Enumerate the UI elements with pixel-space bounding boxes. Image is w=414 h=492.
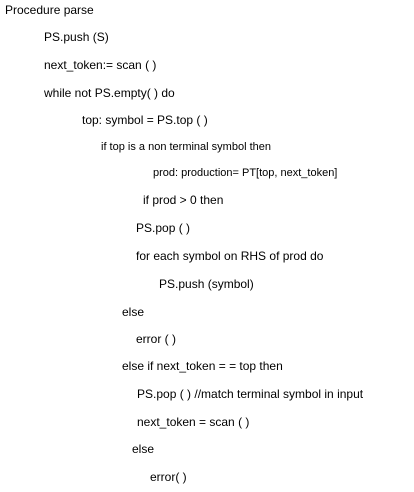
procedure-header: Procedure parse (5, 3, 94, 17)
for-each-symbol-line: for each symbol on RHS of prod do (136, 249, 324, 263)
initial-scan-line: next_token:= scan ( ) (44, 58, 157, 72)
else-line-outer: else (132, 442, 155, 456)
match-pop-line: PS.pop ( ) //match terminal symbol in in… (137, 387, 364, 401)
stack-push-symbol-line: PS.push (symbol) (159, 277, 254, 291)
else-if-token-match-line: else if next_token = = top then (122, 359, 283, 373)
prod-check-line: if prod > 0 then (143, 193, 224, 207)
production-lookup-line: prod: production= PT[top, next_token] (153, 167, 338, 179)
error-line-inner: error ( ) (136, 332, 176, 346)
stack-pop-line: PS.pop ( ) (136, 221, 191, 235)
rescan-line: next_token = scan ( ) (137, 415, 250, 429)
nonterminal-check-line: if top is a non terminal symbol then (101, 141, 271, 153)
top-symbol-line: top: symbol = PS.top ( ) (82, 113, 208, 127)
while-loop-line: while not PS.empty( ) do (44, 86, 175, 100)
error-line-outer: error( ) (150, 470, 187, 484)
stack-push-start: PS.push (S) (44, 30, 109, 44)
else-line-inner: else (122, 305, 145, 319)
